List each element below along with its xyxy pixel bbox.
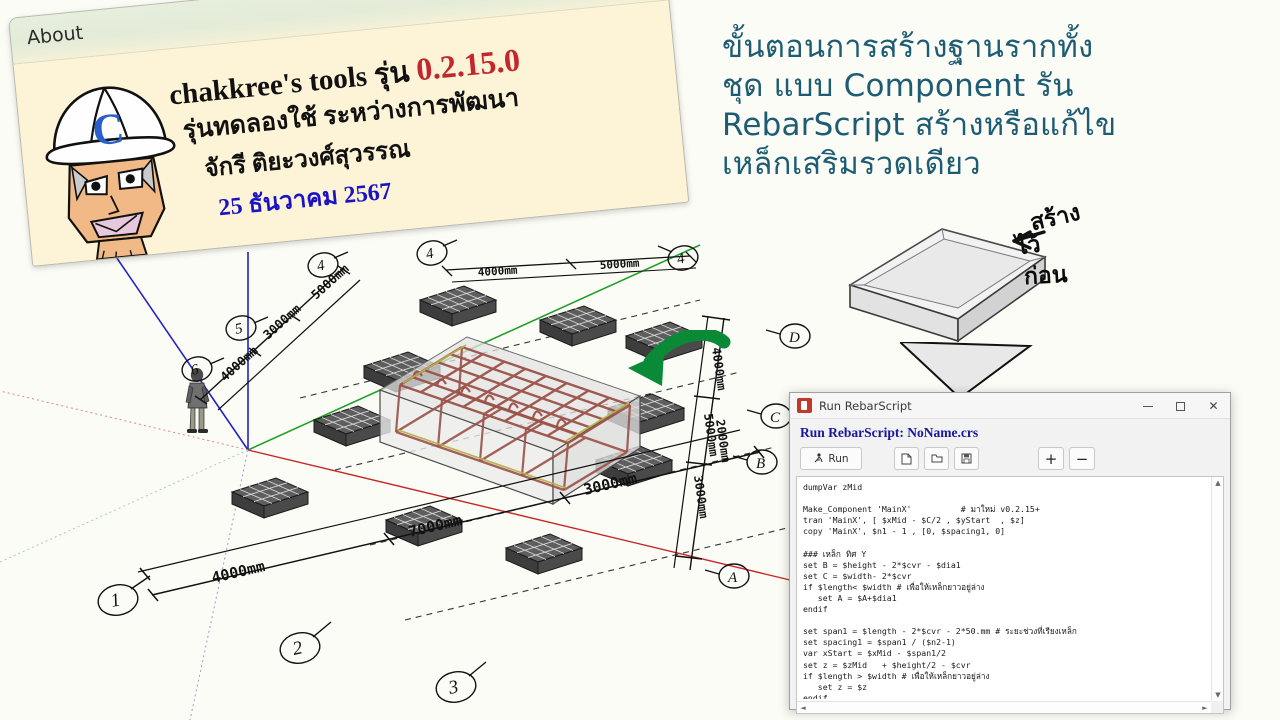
grid-bubbles-bottom [97, 575, 487, 703]
script-editor-text[interactable]: dumpVar zMid Make_Component 'MainX' # มา… [803, 482, 1077, 699]
dimension-chain-top: 4000mm 5000mm [441, 251, 697, 283]
svg-text:3: 3 [446, 676, 461, 699]
save-disk-icon[interactable] [954, 447, 979, 470]
about-dialog[interactable]: About C [8, 0, 690, 267]
empty-footing-box-illustration [848, 228, 1047, 343]
green-arrow-annotation [628, 330, 731, 386]
add-button[interactable]: + [1038, 447, 1064, 470]
scroll-right-arrow-icon[interactable]: ► [1202, 704, 1208, 712]
svg-text:4: 4 [316, 258, 327, 275]
grid-bubble-labels-right: D C B A [727, 330, 800, 586]
headline-line-1: ขั้นตอนการสร้างฐานรากทั้ง [722, 29, 1094, 65]
svg-text:2000mm: 2000mm [713, 418, 733, 463]
editor-vertical-scrollbar[interactable]: ▲ ▼ [1211, 477, 1223, 701]
app-icon [797, 398, 812, 413]
svg-text:D: D [788, 330, 800, 346]
headline-line-2: ชุด แบบ Component รัน [722, 68, 1074, 105]
document-glyph [901, 453, 912, 464]
about-dialog-title: About [25, 21, 85, 50]
mascot-engineer-illustration: C [45, 86, 176, 264]
about-dialog-body: C [13, 0, 689, 267]
svg-text:5000mm: 5000mm [599, 257, 640, 272]
svg-text:C: C [770, 410, 781, 426]
folder-glyph [931, 454, 942, 463]
dimension-chain-right: 4000mm 5000mm 3000mm 2000mm [673, 315, 733, 571]
svg-text:C: C [90, 103, 126, 155]
new-file-icon[interactable] [894, 447, 919, 470]
page-title: ขั้นตอนการสร้างฐานรากทั้ง ชุด แบบ Compon… [722, 28, 1270, 184]
scroll-left-arrow-icon[interactable]: ◄ [800, 704, 806, 712]
script-editor[interactable]: dumpVar zMid Make_Component 'MainX' # มา… [796, 476, 1224, 714]
grid-bubble-labels-left: 6 5 4 [190, 258, 327, 379]
scroll-up-arrow-icon[interactable]: ▲ [1215, 479, 1221, 487]
remove-button[interactable]: − [1069, 447, 1095, 470]
scroll-down-arrow-icon[interactable]: ▼ [1215, 691, 1221, 699]
grid-bubbles-top-right [416, 239, 699, 271]
callout-pointer [900, 342, 1033, 400]
grid-bubbles-left [181, 251, 349, 382]
headline-line-3: RebarScript สร้างหรือแก้ไข [722, 107, 1117, 144]
rebarscript-window-title: Run RebarScript [819, 398, 912, 413]
svg-text:A: A [727, 570, 738, 586]
maximize-button[interactable] [1164, 393, 1197, 419]
minimize-button[interactable] [1131, 393, 1164, 419]
rebarscript-toolbar[interactable]: Run [790, 445, 1230, 476]
grid-bubbles-right [704, 323, 811, 589]
svg-text:6: 6 [190, 362, 201, 379]
run-button-label: Run [828, 452, 849, 465]
floppy-glyph [961, 453, 972, 464]
svg-text:4000mm: 4000mm [477, 264, 518, 279]
svg-text:4000mm: 4000mm [709, 346, 729, 391]
svg-text:5: 5 [234, 321, 245, 338]
run-button[interactable]: Run [800, 447, 862, 470]
editor-horizontal-scrollbar[interactable]: ◄ ► [797, 701, 1211, 713]
handwritten-arrow-icon [1012, 230, 1046, 250]
handwriting-note-1-line-3: ก่อน [1023, 261, 1069, 291]
open-folder-icon[interactable] [924, 447, 949, 470]
axis-lines [0, 244, 791, 720]
svg-text:1: 1 [109, 589, 123, 612]
svg-text:4: 4 [676, 251, 687, 268]
resize-grip[interactable] [1211, 701, 1223, 713]
close-button[interactable]: ✕ [1208, 399, 1219, 413]
svg-text:3000mm: 3000mm [691, 474, 711, 519]
rebarscript-titlebar[interactable]: Run RebarScript ✕ [790, 393, 1230, 419]
headline-line-4: เหล็กเสริมรวดเดียว [722, 146, 981, 183]
svg-text:5000mm: 5000mm [701, 412, 721, 457]
rebarscript-document-title: Run RebarScript: NoName.crs [790, 419, 1230, 445]
svg-text:4: 4 [425, 246, 436, 263]
run-rebarscript-window[interactable]: Run RebarScript ✕ Run RebarScript: NoNam… [789, 392, 1231, 714]
selected-footing-with-rebar [378, 336, 642, 506]
run-person-icon [815, 453, 823, 463]
svg-text:B: B [756, 456, 765, 472]
